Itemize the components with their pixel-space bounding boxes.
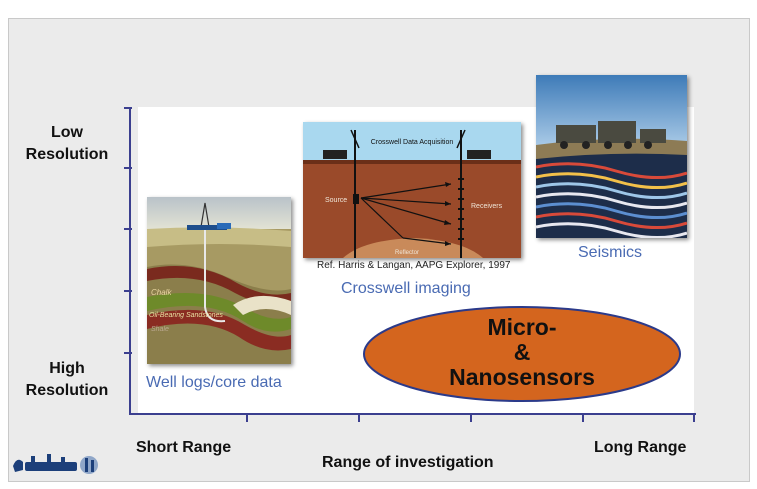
x-tick [358,413,360,422]
nanosensors-line2: & [513,339,531,365]
crosswell-source-label: Source [325,197,347,204]
well-layer-oil-label: Oil-Bearing Sandstones [149,312,223,319]
y-tick [124,107,132,109]
y-axis-line [129,107,131,415]
y-label-low-resolution: Low Resolution [25,124,109,163]
well-layer-shale-label: Shale [151,326,169,333]
site-logo [11,452,101,478]
y-tick [124,167,132,169]
y-tick [124,290,132,292]
crosswell-title: Crosswell Data Acquisition [371,139,454,146]
caption-well-logs: Well logs/core data [146,374,282,391]
y-label-high-resolution: High Resolution [25,360,109,399]
x-label-long-range: Long Range [594,439,687,456]
crosswell-reflector-label: Reflector [395,250,419,256]
x-axis-title: Range of investigation [322,454,494,471]
caption-seismics: Seismics [578,244,643,261]
x-axis-line [129,413,696,415]
nanosensors-line3: Nanosensors [449,364,595,390]
crosswell-receivers-label: Receivers [471,203,503,210]
nanosensors-line1: Micro- [487,314,557,340]
x-tick [246,413,248,422]
seismics-image [536,75,687,238]
y-tick [124,228,132,230]
well-layer-chalk-label: Chalk [151,288,172,297]
x-tick [470,413,472,422]
well-log-image: Chalk Oil-Bearing Sandstones Shale [147,197,291,364]
y-tick [124,352,132,354]
x-tick [582,413,584,422]
caption-crosswell-imaging: Crosswell imaging [341,280,471,297]
x-label-short-range: Short Range [136,439,232,456]
x-tick [693,413,695,422]
crosswell-reference: Ref. Harris & Langan, AAPG Explorer, 199… [317,260,511,271]
nanosensors-ellipse: Micro- & Nanosensors [362,305,682,403]
crosswell-image: Crosswell Data Acquisition Source Re [303,122,521,258]
